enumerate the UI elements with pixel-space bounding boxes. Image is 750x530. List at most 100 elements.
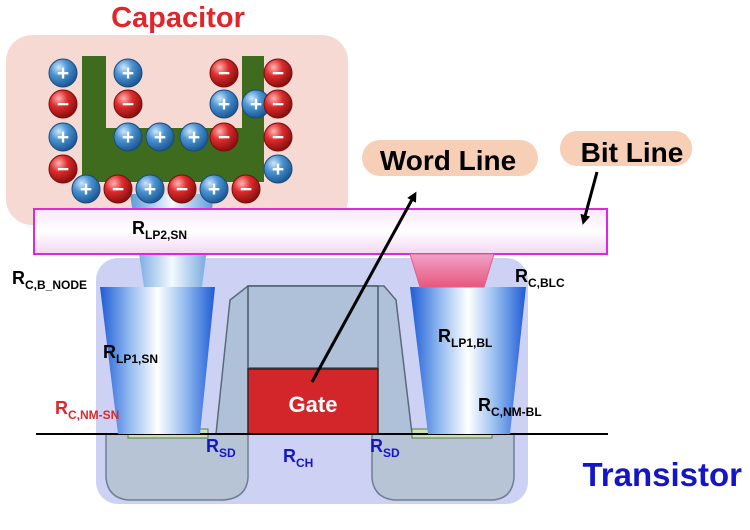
minus-sign: − xyxy=(122,93,134,116)
negative-charge-sphere xyxy=(263,58,293,88)
label-r-lp1-bl: RLP1,BL xyxy=(438,326,492,350)
plus-sign: + xyxy=(208,178,220,201)
bit-line-label-bg xyxy=(560,131,692,166)
minus-sign: − xyxy=(272,93,284,116)
transistor-title: Transistor xyxy=(582,456,742,493)
gate-label: Gate xyxy=(289,392,338,417)
label-r-c-b-node: RC,B_NODE xyxy=(12,268,87,292)
plus-sign: + xyxy=(250,93,262,116)
positive-charge: + xyxy=(263,154,293,184)
label-r-sd-right: RSD xyxy=(370,436,400,460)
plus-sign: + xyxy=(122,62,134,85)
negative-charge: − xyxy=(167,174,197,204)
plus-sign: + xyxy=(144,178,156,201)
positive-charge-sphere xyxy=(113,122,143,152)
minus-sign: − xyxy=(57,93,69,116)
label-r-c-blc-sub: C,BLC xyxy=(528,276,565,290)
negative-charge: − xyxy=(231,174,261,204)
label-r-lp1-bl-sub: LP1,BL xyxy=(451,336,492,350)
label-r-lp2-sn-sub: LP2,SN xyxy=(145,228,187,242)
word-line-arrow xyxy=(310,191,417,383)
plus-sign: + xyxy=(272,158,284,181)
label-r-c-nm-sn-main: R xyxy=(55,398,68,418)
label-r-sd-right-main: R xyxy=(370,436,383,456)
positive-charge: + xyxy=(179,122,209,152)
positive-charge-sphere xyxy=(71,174,101,204)
positive-charge-sphere xyxy=(113,58,143,88)
negative-charge: − xyxy=(209,58,239,88)
minus-sign: − xyxy=(272,62,284,85)
label-r-lp2-sn-main: R xyxy=(132,218,145,238)
negative-charge-sphere xyxy=(209,122,239,152)
label-r-c-nm-bl: RC,NM-BL xyxy=(478,395,542,419)
bit-line-bar xyxy=(33,208,608,255)
label-r-ch: RCH xyxy=(283,446,313,470)
source-well-left xyxy=(105,433,249,501)
positive-charge-sphere xyxy=(48,122,78,152)
bitline-plug-lower xyxy=(410,287,526,434)
label-r-c-b-node-main: R xyxy=(12,268,25,288)
charges-layer: +−+−+−+++−−++−−−++−+−+− xyxy=(48,58,293,204)
positive-charge: + xyxy=(135,174,165,204)
positive-charge-sphere xyxy=(179,122,209,152)
label-r-sd-left-main: R xyxy=(206,436,219,456)
label-r-c-nm-bl-sub: C,NM-BL xyxy=(491,405,542,419)
negative-charge: − xyxy=(263,58,293,88)
negative-charge-sphere xyxy=(103,174,133,204)
negative-charge-sphere xyxy=(48,154,78,184)
label-r-c-nm-bl-main: R xyxy=(478,395,491,415)
label-r-sd-left: RSD xyxy=(206,436,236,460)
label-r-lp1-bl-main: R xyxy=(438,326,451,346)
positive-charge: + xyxy=(71,174,101,204)
label-r-lp1-sn-main: R xyxy=(103,342,116,362)
bit-line-label: Bit Line xyxy=(581,137,684,168)
plus-sign: + xyxy=(154,126,166,149)
word-line-label-bg xyxy=(362,140,538,176)
minus-sign: − xyxy=(176,178,188,201)
negative-charge-sphere xyxy=(231,174,261,204)
label-r-sd-right-sub: SD xyxy=(383,446,400,460)
negative-charge: − xyxy=(48,89,78,119)
positive-charge: + xyxy=(209,89,239,119)
positive-charge: + xyxy=(113,58,143,88)
drain-well-right xyxy=(371,433,515,501)
positive-charge-sphere xyxy=(199,174,229,204)
negative-charge: − xyxy=(209,122,239,152)
label-r-c-nm-sn-sub: C,NM-SN xyxy=(68,408,119,422)
capacitor-title: Capacitor xyxy=(111,2,245,34)
minus-sign: − xyxy=(272,126,284,149)
minus-sign: − xyxy=(112,178,124,201)
minus-sign: − xyxy=(240,178,252,201)
word-line-label: Word Line xyxy=(380,145,516,176)
plus-sign: + xyxy=(188,126,200,149)
negative-charge-sphere xyxy=(263,89,293,119)
negative-charge-sphere xyxy=(209,58,239,88)
label-r-sd-left-sub: SD xyxy=(219,446,236,460)
positive-charge-sphere xyxy=(48,58,78,88)
negative-charge: − xyxy=(48,154,78,184)
negative-charge-sphere xyxy=(263,122,293,152)
minus-sign: − xyxy=(57,158,69,181)
positive-charge: + xyxy=(48,122,78,152)
label-r-lp1-sn: RLP1,SN xyxy=(103,342,158,366)
storage-node-plug-lower xyxy=(100,287,215,434)
positive-charge-sphere xyxy=(263,154,293,184)
label-r-ch-sub: CH xyxy=(296,456,313,470)
positive-charge: + xyxy=(199,174,229,204)
bit-line-arrow xyxy=(580,171,599,225)
plus-sign: + xyxy=(122,126,134,149)
label-r-lp1-sn-sub: LP1,SN xyxy=(116,352,158,366)
negative-charge: − xyxy=(103,174,133,204)
positive-charge-sphere xyxy=(209,89,239,119)
label-r-ch-main: R xyxy=(283,446,296,466)
negative-charge-sphere xyxy=(167,174,197,204)
plus-sign: + xyxy=(57,62,69,85)
label-r-c-nm-sn: RC,NM-SN xyxy=(55,398,119,422)
negative-charge: − xyxy=(263,89,293,119)
positive-charge-sphere xyxy=(145,122,175,152)
positive-charge: + xyxy=(48,58,78,88)
positive-charge: + xyxy=(145,122,175,152)
positive-charge-sphere xyxy=(135,174,165,204)
